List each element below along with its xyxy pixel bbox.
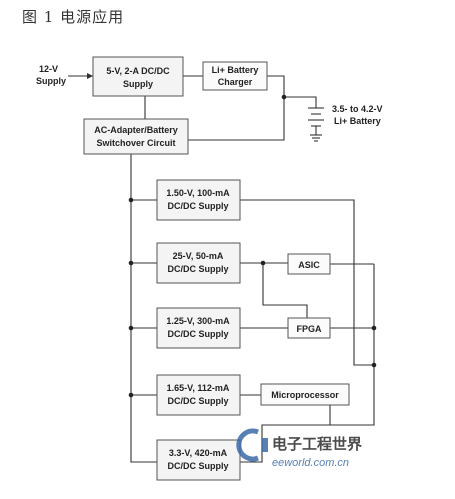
switchover-line2: Switchover Circuit xyxy=(96,138,175,148)
junction xyxy=(128,197,134,203)
arrow-input xyxy=(87,73,93,79)
fpga-label: FPGA xyxy=(296,324,322,334)
charger-line1: Li+ Battery xyxy=(212,65,259,75)
junctions xyxy=(128,94,377,398)
supply-box-3 xyxy=(156,307,241,349)
fpga-box xyxy=(287,317,331,339)
junction xyxy=(128,392,134,398)
junction xyxy=(128,260,134,266)
wire-battery xyxy=(284,96,317,108)
supply-2-line1: 25-V, 50-mA xyxy=(173,251,224,261)
microprocessor-box xyxy=(260,383,350,406)
supply-1-line1: 1.50-V, 100-mA xyxy=(166,188,230,198)
supply-3-line2: DC/DC Supply xyxy=(167,329,228,339)
asic-box xyxy=(287,253,331,275)
watermark: 电子工程世界 eeworld.com.cn xyxy=(236,428,362,469)
watermark-sub: eeworld.com.cn xyxy=(272,457,349,469)
battery-line2: Li+ Battery xyxy=(334,116,381,126)
junction xyxy=(128,325,134,331)
junction xyxy=(260,260,266,266)
supply-box-1 xyxy=(156,179,241,221)
supply-5-line2: DC/DC Supply xyxy=(167,461,228,471)
microprocessor-label: Microprocessor xyxy=(271,390,339,400)
wire-bus xyxy=(130,154,157,463)
supply-3-line1: 1.25-V, 300-mA xyxy=(166,316,230,326)
supply-box-2 xyxy=(156,242,241,284)
wire-charger-switch xyxy=(188,75,285,141)
junction xyxy=(371,362,377,368)
supply-box-5 xyxy=(156,439,241,481)
supply-5-line1: 3.3-V, 420-mA xyxy=(169,448,228,458)
wire-s2-fpga xyxy=(262,263,308,318)
supply-box-4 xyxy=(156,374,241,416)
wire-s5-loads xyxy=(329,264,375,426)
battery-line1: 3.5- to 4.2-V xyxy=(332,104,383,114)
charger-box xyxy=(202,61,268,91)
supply-2-line2: DC/DC Supply xyxy=(167,264,228,274)
main-supply-line1: 5-V, 2-A DC/DC xyxy=(106,66,170,76)
main-supply-line2: Supply xyxy=(123,79,153,89)
junction xyxy=(371,325,377,331)
input-voltage: 12-V xyxy=(39,64,58,74)
supply-4-line1: 1.65-V, 112-mA xyxy=(167,383,230,393)
junction xyxy=(281,94,287,100)
wires xyxy=(68,73,375,463)
figure-caption: 图 1 电源应用 xyxy=(22,8,125,26)
watermark-logo-icon xyxy=(236,428,259,462)
watermark-logo-bar-icon xyxy=(262,438,268,452)
supply-4-line2: DC/DC Supply xyxy=(167,396,228,406)
supply-1-line2: DC/DC Supply xyxy=(167,201,228,211)
main-supply-box xyxy=(92,56,184,97)
wire-s1 xyxy=(240,199,374,366)
switchover-box xyxy=(83,118,189,155)
asic-label: ASIC xyxy=(298,260,320,270)
charger-line2: Charger xyxy=(218,77,253,87)
watermark-brand: 电子工程世界 xyxy=(272,435,362,453)
switchover-line1: AC-Adapter/Battery xyxy=(94,125,178,135)
input-label: Supply xyxy=(36,76,66,86)
